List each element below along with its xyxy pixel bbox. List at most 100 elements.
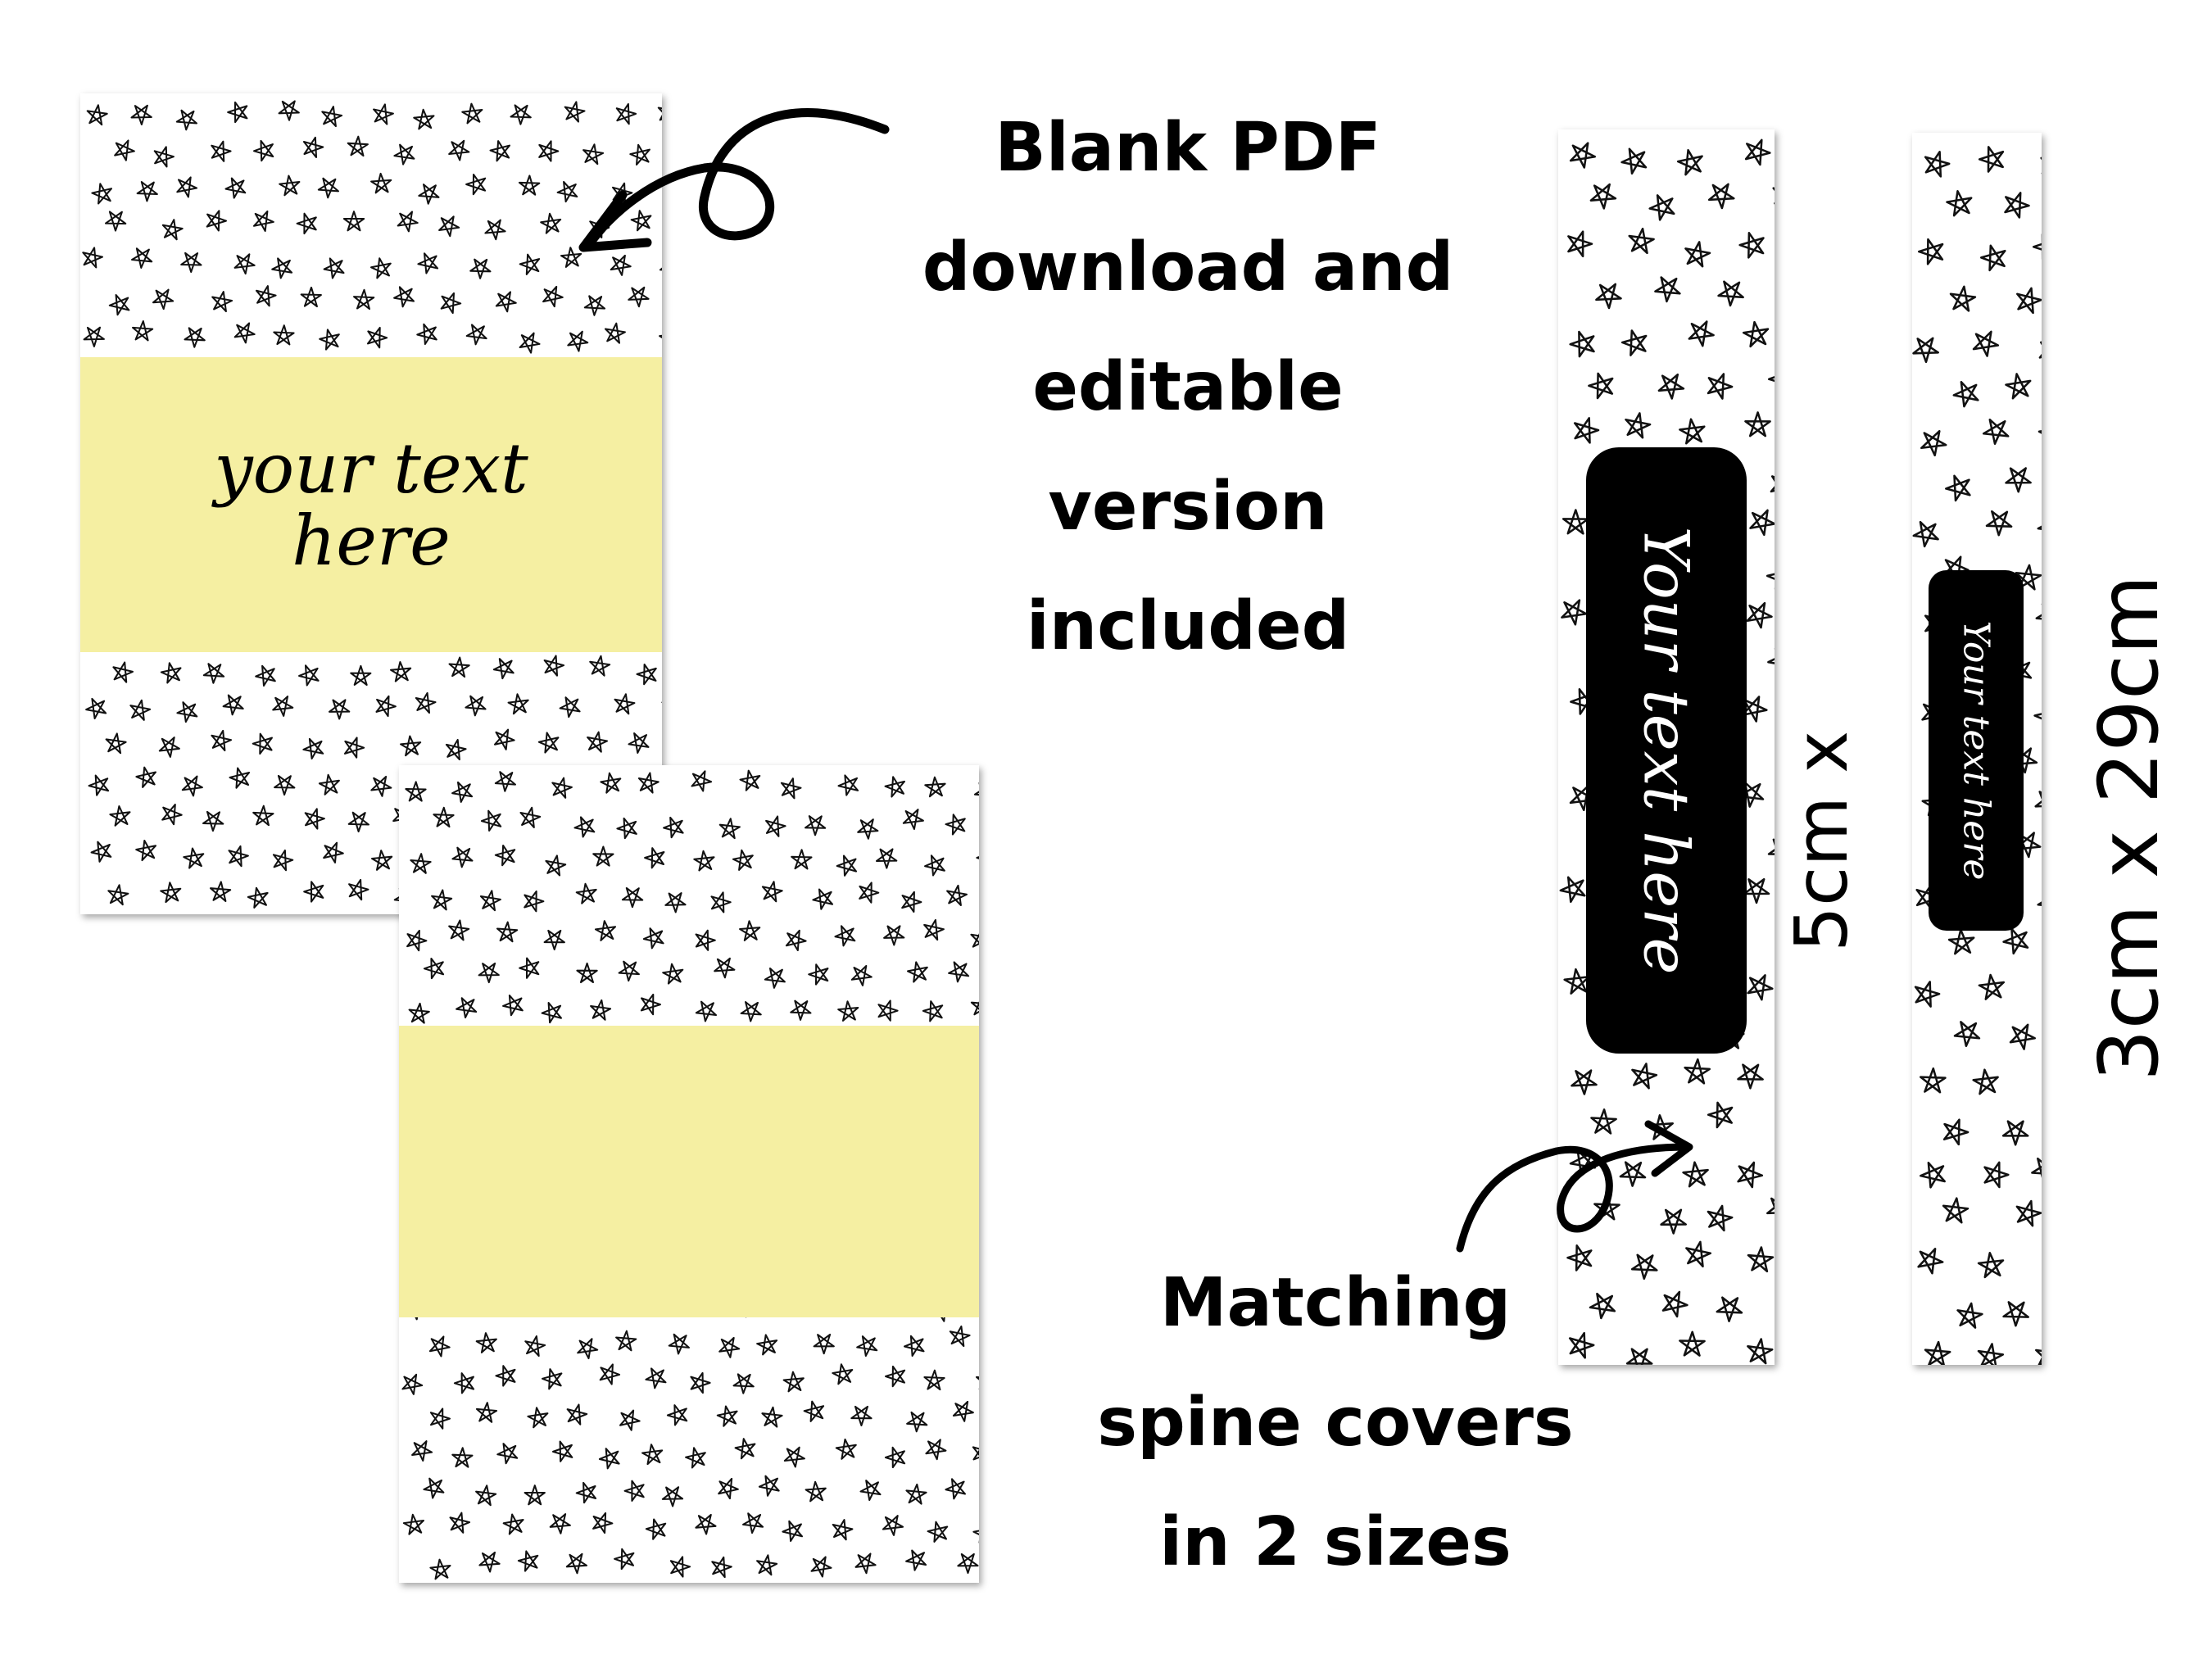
star-icon [1737,1161,1764,1189]
star-icon [1945,474,1971,502]
star-icon [616,817,637,840]
star-icon [922,1000,944,1022]
star-icon [423,957,445,980]
star-icon [183,847,205,869]
star-icon [615,1330,637,1352]
star-icon [1924,1340,1951,1365]
star-icon [1561,599,1588,626]
star-icon [2001,1120,2029,1146]
cover-text-line2: here [292,501,451,581]
star-icon [945,814,966,836]
star-icon [519,253,541,275]
star-icon [549,1513,571,1534]
star-icon [478,962,500,984]
star-icon [83,326,105,347]
star-icon [758,1475,780,1497]
star-icon [850,1405,873,1427]
star-icon [628,732,650,754]
star-icon [590,999,612,1021]
star-icon [564,101,586,123]
star-icon [347,811,370,833]
cover-with-text: your text here [80,93,662,914]
star-icon [732,849,754,871]
star-icon [211,729,233,752]
star-icon [438,215,460,238]
star-icon [524,1335,546,1358]
star-icon [1688,320,1715,347]
star-icon [791,849,813,870]
star-icon [272,696,294,717]
star-icon [1747,1338,1774,1365]
star-icon [393,286,415,308]
blank-caption-line5: included [1026,587,1350,665]
blank-pdf-caption: Blank PDF download and editable version … [868,88,1507,687]
star-icon [783,1446,805,1468]
star-icon [782,1520,804,1543]
star-icon [1767,838,1775,855]
star-icon [925,1439,947,1461]
star-icon [576,962,598,984]
star-icon [2035,603,2042,620]
star-icon [1772,187,1775,205]
star-icon [104,211,127,232]
star-icon [1738,232,1765,259]
star-icon [402,1513,425,1535]
star-icon [2009,1023,2036,1050]
star-icon [366,326,388,349]
star-icon [615,102,637,125]
star-icon [469,258,492,279]
star-icon [927,1521,949,1543]
spine-small-label-pill: Your text here [1929,570,2024,931]
star-icon [832,1363,854,1385]
star-icon [247,886,269,909]
star-icon [884,1365,906,1388]
star-icon [135,766,157,788]
star-icon [400,735,422,757]
spine-caption-line3: in 2 sizes [1159,1503,1512,1581]
star-icon [883,925,905,946]
star-icon [924,854,945,877]
star-icon [1947,928,1975,955]
star-icon [1946,190,1973,217]
star-icon [135,839,157,862]
star-icon [664,892,687,913]
star-icon [551,1440,573,1462]
star-icon [319,329,340,351]
star-icon [448,139,470,161]
star-icon [1953,1021,1981,1047]
star-icon [510,104,532,125]
star-icon [303,881,324,903]
star-icon [161,803,183,826]
star-icon [663,816,684,839]
star-icon [296,212,317,235]
star-icon [599,1363,621,1385]
cover-text-line1: your text [214,428,528,509]
star-icon [227,101,248,124]
star-icon [352,288,375,310]
star-icon [211,291,233,313]
star-icon [1619,1161,1647,1187]
star-icon [2037,901,2042,906]
star-icon [475,1484,497,1507]
star-icon [1593,1194,1620,1221]
star-icon [519,957,540,979]
star-icon [618,960,640,982]
star-icon [589,216,610,239]
star-icon [619,1409,641,1431]
star-icon [645,1367,667,1389]
star-icon [1569,784,1597,812]
spine-caption-line1: Matching [1159,1264,1512,1342]
star-icon [906,1411,928,1433]
star-icon [592,1512,614,1534]
star-icon [884,1446,906,1469]
star-icon [449,1512,471,1534]
star-icon [718,1477,739,1500]
star-icon [592,845,614,867]
star-icon [575,882,597,904]
star-icon [1573,417,1600,444]
star-icon [370,775,392,797]
star-icon [323,841,344,863]
star-icon [1590,1108,1617,1135]
star-icon [1648,194,1675,221]
star-icon [1770,475,1775,493]
